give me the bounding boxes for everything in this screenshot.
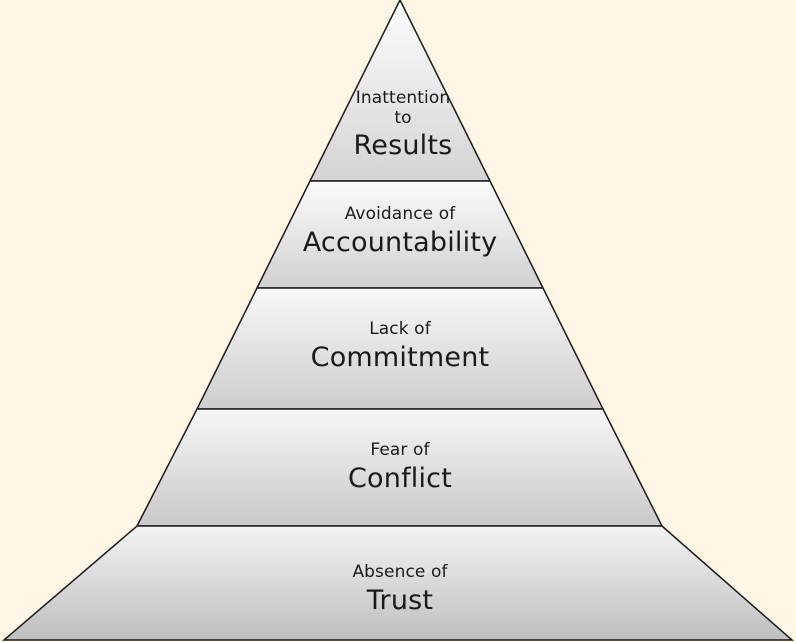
label-results-title: Results (353, 130, 453, 162)
label-commitment: Lack of Commitment (270, 319, 530, 373)
label-commitment-line1: Lack of (369, 319, 431, 339)
label-conflict: Fear of Conflict (270, 440, 530, 494)
pyramid-tier-trust (1, 525, 794, 641)
label-results-line2: to (394, 107, 412, 128)
label-conflict-line1: Fear of (370, 440, 430, 460)
label-commitment-title: Commitment (310, 341, 490, 373)
label-accountability-line1: Avoidance of (344, 204, 456, 224)
label-results-line1: Inattention (355, 88, 451, 108)
label-trust-title: Trust (366, 584, 434, 616)
label-accountability: Avoidance of Accountability (270, 204, 530, 258)
label-accountability-title: Accountability (302, 226, 498, 258)
label-trust: Absence of Trust (270, 562, 530, 616)
label-results: Inattention to Results (273, 88, 533, 162)
label-trust-line1: Absence of (352, 562, 448, 582)
label-conflict-title: Conflict (347, 462, 453, 494)
